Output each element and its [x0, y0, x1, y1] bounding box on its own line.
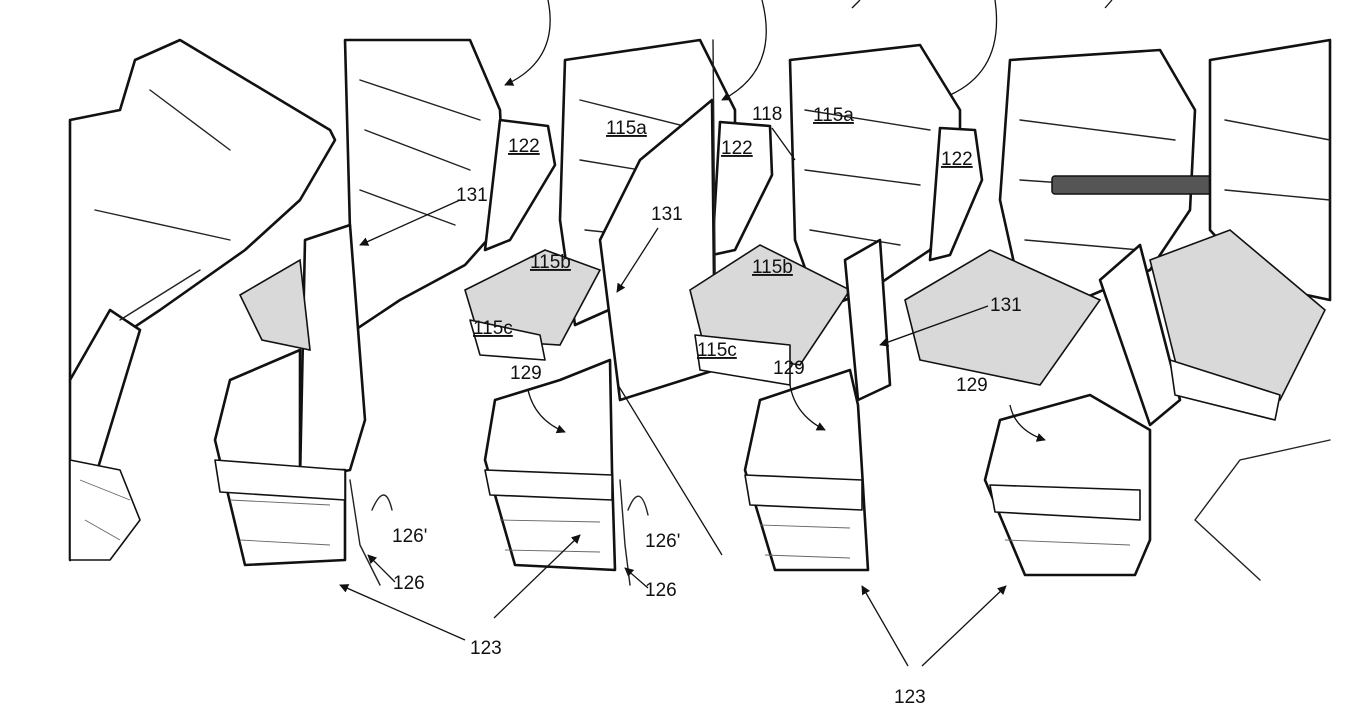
top-leaders	[504, 0, 1113, 101]
label-129-b: 129	[773, 358, 805, 379]
label-118: 118	[752, 104, 782, 125]
label-126-b: 126	[645, 580, 677, 601]
seat-3	[689, 43, 984, 572]
label-129-c: 129	[956, 375, 988, 396]
label-115c-b: 115c	[697, 340, 737, 361]
label-115b-b: 115b	[752, 257, 793, 278]
reference-labels: 122 122 122 115a 115a 118 131 131 131 11…	[339, 104, 1046, 708]
label-122-a: 122	[508, 136, 540, 157]
label-131-a: 131	[456, 185, 488, 206]
label-115c-a: 115c	[473, 318, 513, 339]
label-115a-b: 115a	[813, 105, 854, 126]
label-126-a: 126	[393, 573, 425, 594]
label-122-c: 122	[941, 149, 973, 170]
label-131-c: 131	[990, 295, 1022, 316]
seat-1	[213, 38, 557, 586]
label-123-a: 123	[470, 638, 502, 659]
label-126-prime-a: 126'	[392, 526, 427, 547]
seat-leftmost	[68, 38, 337, 562]
seat-4	[904, 48, 1261, 577]
seat-rightmost	[1149, 38, 1332, 581]
label-115a-a: 115a	[606, 118, 647, 139]
label-126-prime-b: 126'	[645, 531, 680, 552]
label-131-b: 131	[651, 204, 683, 225]
label-122-b: 122	[721, 138, 753, 159]
label-115b-a: 115b	[530, 252, 571, 273]
label-129-a: 129	[510, 363, 542, 384]
label-123-b: 123	[894, 687, 926, 708]
seat-2	[464, 38, 774, 586]
